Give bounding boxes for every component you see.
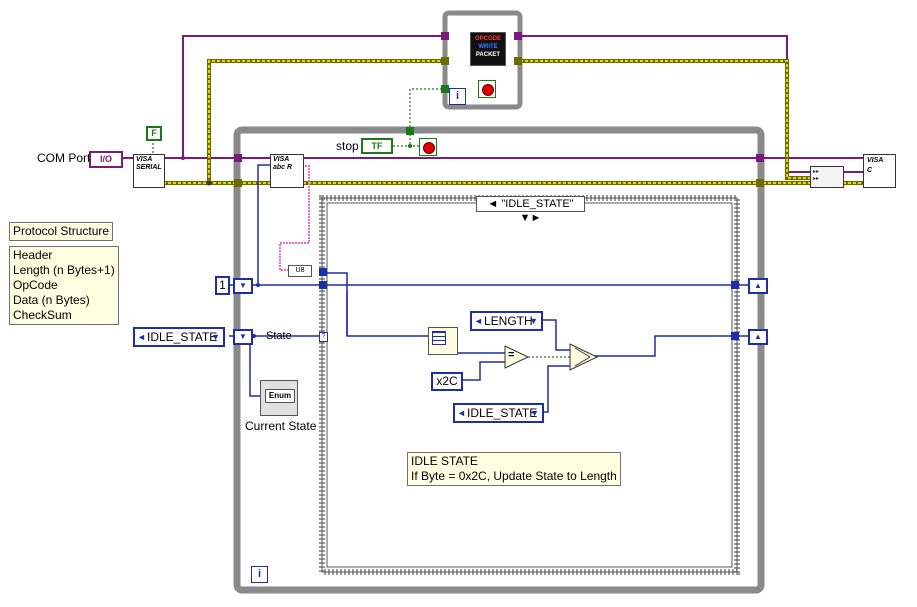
idle-dropdown-icon: ▼ xyxy=(530,408,539,418)
idle-state-comment: IDLE STATE If Byte = 0x2C, Update State … xyxy=(407,452,621,486)
visa-read-text: VISA abc R xyxy=(273,156,293,171)
equal-function xyxy=(504,345,530,369)
protocol-line: OpCode xyxy=(13,278,58,292)
false-constant[interactable]: F xyxy=(146,126,162,141)
state-label: State xyxy=(266,330,292,342)
protocol-line: CheckSum xyxy=(13,308,72,322)
stop-label: stop xyxy=(336,139,359,153)
shift-register-left-num: ▼ xyxy=(233,278,253,294)
top-loop-iteration-icon: i xyxy=(449,88,466,105)
error-in-tunnel xyxy=(234,179,242,187)
case-selector-terminal: ? xyxy=(319,332,328,342)
stop-bool-tunnel xyxy=(406,127,414,135)
com-port-label: COM Port xyxy=(37,151,91,165)
protocol-line: Data (n Bytes) xyxy=(13,293,90,307)
index-array-icon[interactable] xyxy=(428,327,458,355)
stop-terminal[interactable]: TF xyxy=(361,138,393,154)
case-num-out-tunnel xyxy=(731,281,739,289)
visa-serial-text: VISA SERIAL xyxy=(136,156,162,171)
case-byte-tunnel xyxy=(319,268,327,276)
state-enum-constant[interactable]: ◄ IDLE_STATE ▼ xyxy=(133,327,225,347)
length-left-arrow-icon: ◄ xyxy=(474,316,483,326)
shift-register-left-state: ▼ xyxy=(233,329,253,345)
error-out-tunnel xyxy=(756,179,764,187)
protocol-lines-comment: Header Length (n Bytes+1) OpCode Data (n… xyxy=(9,246,119,325)
main-loop-iteration-icon: i xyxy=(251,566,268,583)
protocol-line: Length (n Bytes+1) xyxy=(13,263,115,277)
idle-comment-desc: If Byte = 0x2C, Update State to Length xyxy=(411,469,617,483)
opcode-write-packet-icon[interactable]: OPCODE WRITE PACKET xyxy=(470,32,506,66)
top-loop-stop-icon xyxy=(478,80,496,98)
main-while-loop xyxy=(233,126,765,594)
enum-left-arrow-icon: ◄ xyxy=(137,332,146,342)
string-wire xyxy=(279,165,310,271)
select-function xyxy=(569,343,599,371)
hex-constant[interactable]: x2C xyxy=(431,372,463,391)
top-visa-in-tunnel xyxy=(441,32,449,40)
com-port-control[interactable]: I/O xyxy=(89,151,123,168)
visa-resource-wire xyxy=(121,35,865,173)
current-state-enum-text: Enum xyxy=(265,389,295,403)
top-error-in-tunnel xyxy=(441,57,449,65)
current-state-indicator[interactable]: Enum xyxy=(260,380,298,416)
case-structure-frame xyxy=(319,195,740,575)
protocol-title-comment: Protocol Structure xyxy=(9,222,114,241)
shift-register-right-num: ▲ xyxy=(748,278,768,294)
numeric-constant[interactable]: 1 xyxy=(215,276,230,295)
write-line: WRITE xyxy=(478,44,498,50)
numeric-wires xyxy=(229,164,757,413)
length-enum-text: LENGTH xyxy=(484,314,533,328)
visa-serial-icon[interactable]: VISA SERIAL xyxy=(133,154,165,188)
case-dropdown-icon[interactable]: ▼► xyxy=(519,212,542,224)
idle-comment-title: IDLE STATE xyxy=(411,454,478,468)
top-error-out-tunnel xyxy=(514,57,522,65)
length-dropdown-icon: ▼ xyxy=(529,316,538,326)
enum-dropdown-icon: ▼ xyxy=(211,332,220,342)
protocol-line: Header xyxy=(13,248,53,262)
enum-constant-text: IDLE_STATE xyxy=(147,330,218,344)
boolean-wires xyxy=(152,88,445,158)
equal-operator-label: = xyxy=(508,349,515,361)
packet-line: PACKET xyxy=(475,52,501,58)
opcode-line: OPCODE xyxy=(474,36,501,42)
visa-read-icon[interactable]: VISA abc R xyxy=(270,154,304,188)
visa-in-tunnel xyxy=(234,154,242,162)
case-num-tunnel xyxy=(319,281,327,289)
idle-enum-text: IDLE_STATE xyxy=(467,406,538,420)
visa-close-icon[interactable]: VISA C xyxy=(863,154,896,188)
idle-left-arrow-icon: ◄ xyxy=(457,408,466,418)
current-state-label: Current State xyxy=(245,419,317,433)
top-bool-in-tunnel xyxy=(441,85,449,93)
case-selector-text: "IDLE_STATE" xyxy=(501,198,574,210)
merge-errors-icon[interactable]: ▸▸▸▸ xyxy=(810,166,844,188)
case-selector[interactable]: ◄ "IDLE_STATE" ▼► xyxy=(476,196,585,224)
idle-enum-constant[interactable]: ◄ IDLE_STATE ▼ xyxy=(453,403,544,423)
case-prev-icon[interactable]: ◄ xyxy=(487,198,499,210)
case-state-out-tunnel xyxy=(731,332,739,340)
u8-convert-icon[interactable]: U8 xyxy=(288,265,312,277)
top-visa-out-tunnel xyxy=(514,32,522,40)
visa-out-tunnel xyxy=(756,154,764,162)
shift-register-right-state: ▲ xyxy=(748,329,768,345)
stop-condition-icon xyxy=(419,138,437,156)
visa-close-text: VISA C xyxy=(867,157,884,174)
length-enum-constant[interactable]: ◄ LENGTH ▼ xyxy=(470,311,543,331)
